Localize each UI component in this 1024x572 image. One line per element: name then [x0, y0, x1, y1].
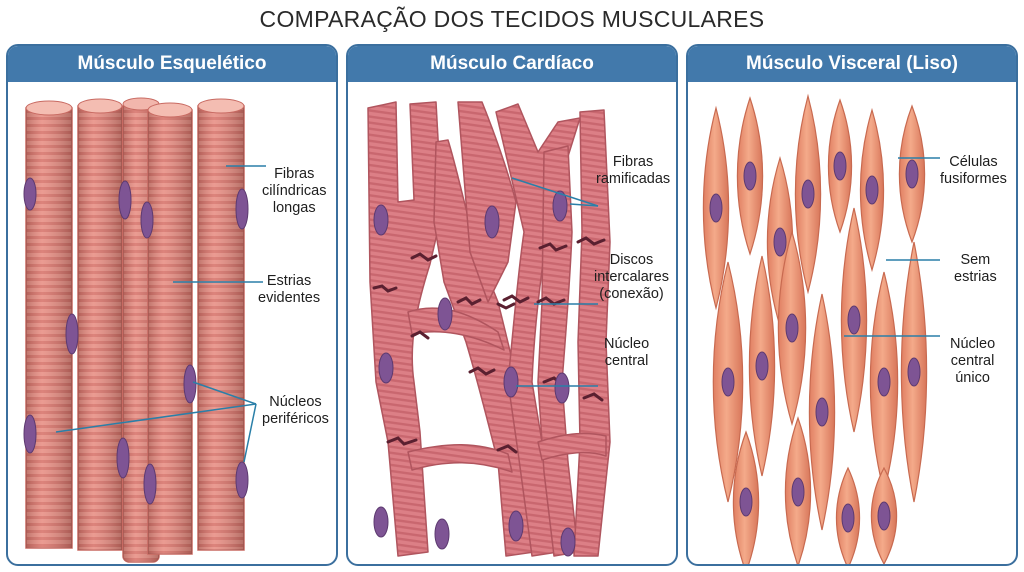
skeletal-nuclei	[23, 177, 249, 505]
smooth-cell-nucleus	[815, 397, 829, 427]
smooth-cell-nucleus	[785, 313, 799, 343]
smooth-muscle-illustration	[702, 93, 940, 564]
smooth-cell-nucleus	[743, 161, 757, 191]
smooth-cells	[702, 93, 928, 564]
cardiac-leader-lines	[511, 177, 599, 387]
smooth-cell-nucleus	[791, 477, 805, 507]
smooth-cell-nucleus	[877, 367, 891, 397]
smooth-cell-nucleus	[841, 503, 855, 533]
panel-cardiac-muscle: Músculo Cardíaco	[346, 44, 678, 566]
panel-skeletal-muscle: Músculo Esquelético	[6, 44, 338, 566]
smooth-cell-nucleus	[773, 227, 787, 257]
page-title: COMPARAÇÃO DOS TECIDOS MUSCULARES	[259, 6, 765, 32]
smooth-cell-nucleus	[877, 501, 891, 531]
cardiac-nuclei	[373, 190, 576, 557]
smooth-cell-nucleus	[801, 179, 815, 209]
skeletal-leader-lines	[55, 165, 266, 463]
smooth-cell-nucleus	[907, 357, 921, 387]
smooth-cell-nucleus	[709, 193, 723, 223]
smooth-cell-nucleus	[865, 175, 879, 205]
cardiac-muscle-illustration	[367, 101, 611, 557]
panel-header-skeletal: Músculo Esquelético	[8, 46, 336, 82]
skeletal-fibers	[25, 97, 245, 563]
smooth-cell-nucleus	[905, 159, 919, 189]
smooth-cell-nucleus	[847, 305, 861, 335]
intercalated-discs	[372, 236, 606, 454]
smooth-leader-lines	[844, 157, 940, 337]
smooth-cell-nucleus	[755, 351, 769, 381]
cardiac-fibers	[367, 101, 611, 557]
smooth-cell-nucleus	[721, 367, 735, 397]
panel-header-cardiac: Músculo Cardíaco	[348, 46, 676, 82]
panel-header-smooth: Músculo Visceral (Liso)	[688, 46, 1016, 82]
smooth-cell-nucleus	[833, 151, 847, 181]
skeletal-muscle-illustration	[23, 97, 266, 563]
smooth-nuclei	[709, 151, 921, 533]
smooth-cell-nucleus	[739, 487, 753, 517]
